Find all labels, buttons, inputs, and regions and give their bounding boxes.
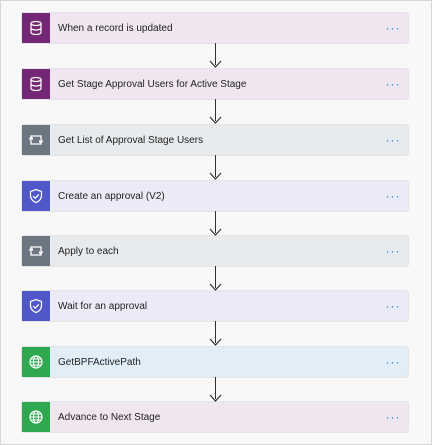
step-apply-to-each[interactable]: Apply to each ···: [22, 236, 408, 266]
approval-icon: [22, 181, 50, 211]
more-options-button[interactable]: ···: [385, 189, 401, 203]
more-options-button[interactable]: ···: [385, 299, 401, 313]
more-options-button[interactable]: ···: [385, 244, 401, 258]
more-options-button[interactable]: ···: [385, 133, 401, 147]
connector-line: [215, 99, 216, 121]
step-get-stage-approval-users[interactable]: Get Stage Approval Users for Active Stag…: [22, 69, 408, 99]
connector-line: [215, 377, 216, 399]
connector-line: [215, 211, 216, 233]
connector-line: [215, 266, 216, 288]
step-label: Wait for an approval: [58, 300, 148, 312]
arrow-down-icon: [209, 338, 222, 346]
database-icon: [22, 69, 50, 99]
connector-line: [215, 43, 216, 65]
step-wait-for-approval[interactable]: Wait for an approval ···: [22, 291, 408, 321]
step-label: Create an approval (V2): [58, 190, 165, 202]
connector-line: [215, 155, 216, 177]
globe-icon: [22, 402, 50, 432]
step-create-approval[interactable]: Create an approval (V2) ···: [22, 181, 408, 211]
step-get-list-approval-stage-users[interactable]: Get List of Approval Stage Users ···: [22, 125, 408, 155]
loop-icon: [22, 236, 50, 266]
arrow-down-icon: [209, 60, 222, 68]
arrow-down-icon: [209, 283, 222, 291]
more-options-button[interactable]: ···: [385, 410, 401, 424]
more-options-button[interactable]: ···: [385, 21, 401, 35]
more-options-button[interactable]: ···: [385, 355, 401, 369]
arrow-down-icon: [209, 172, 222, 180]
loop-icon: [22, 125, 50, 155]
step-label: GetBPFActivePath: [58, 356, 141, 368]
connector-line: [215, 321, 216, 343]
globe-icon: [22, 347, 50, 377]
arrow-down-icon: [209, 228, 222, 236]
step-label: Advance to Next Stage: [58, 411, 161, 423]
step-get-bpf-active-path[interactable]: GetBPFActivePath ···: [22, 347, 408, 377]
approval-icon: [22, 291, 50, 321]
step-label: When a record is updated: [58, 22, 173, 34]
step-when-record-updated[interactable]: When a record is updated ···: [22, 13, 408, 43]
step-label: Get Stage Approval Users for Active Stag…: [58, 78, 247, 90]
arrow-down-icon: [209, 394, 222, 402]
database-icon: [22, 13, 50, 43]
step-label: Get List of Approval Stage Users: [58, 134, 204, 146]
arrow-down-icon: [209, 116, 222, 124]
step-advance-to-next-stage[interactable]: Advance to Next Stage ···: [22, 402, 408, 432]
more-options-button[interactable]: ···: [385, 77, 401, 91]
step-label: Apply to each: [58, 245, 119, 257]
